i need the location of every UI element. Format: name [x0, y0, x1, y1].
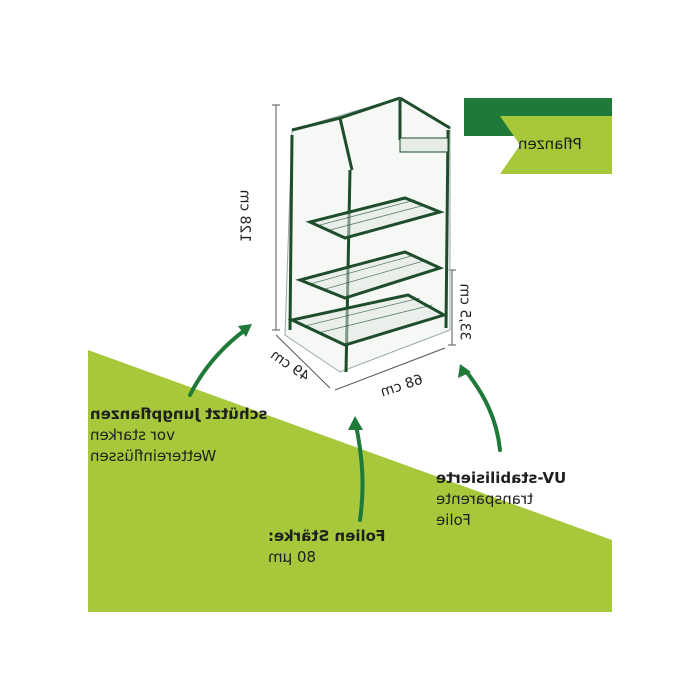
shelf-gap-dimension-label: 33,5 cm: [456, 283, 473, 341]
width-dimension-line: [334, 347, 446, 391]
badge-ribbon: [464, 98, 612, 174]
callout-uv-line1: transparente: [436, 490, 533, 508]
badge-label: Pflanzen: [518, 135, 582, 153]
callout-uv-line2: Folie: [436, 511, 471, 529]
callout-protects-line2: Wettereinflüssen: [90, 447, 217, 465]
arrow-heads: [238, 324, 471, 430]
callout-uv-title: UV-stabilisierte: [436, 469, 567, 487]
arrow-uv: [463, 368, 502, 452]
callout-protects: schützt Jungpflanzen vor starken Wettere…: [90, 404, 310, 467]
callout-protects-line1: vor starken: [90, 426, 175, 444]
height-dimension-label: 128 cm: [236, 189, 253, 243]
lime-background: [88, 350, 612, 612]
greenhouse: [284, 96, 451, 373]
arrow-protects: [188, 328, 247, 397]
arrow-film: [354, 423, 365, 522]
callout-film-title: Folien Stärke:: [268, 527, 386, 545]
callout-film: Folien Stärke: 80 µm: [268, 526, 418, 568]
callout-arrows: [188, 328, 502, 522]
callout-film-line1: 80 µm: [268, 548, 317, 566]
callout-uv: UV-stabilisierte transparente Folie: [436, 468, 586, 531]
callout-protects-title: schützt Jungpflanzen: [90, 405, 268, 423]
depth-dimension-line: [275, 334, 331, 389]
height-dimension-line: [272, 104, 280, 331]
